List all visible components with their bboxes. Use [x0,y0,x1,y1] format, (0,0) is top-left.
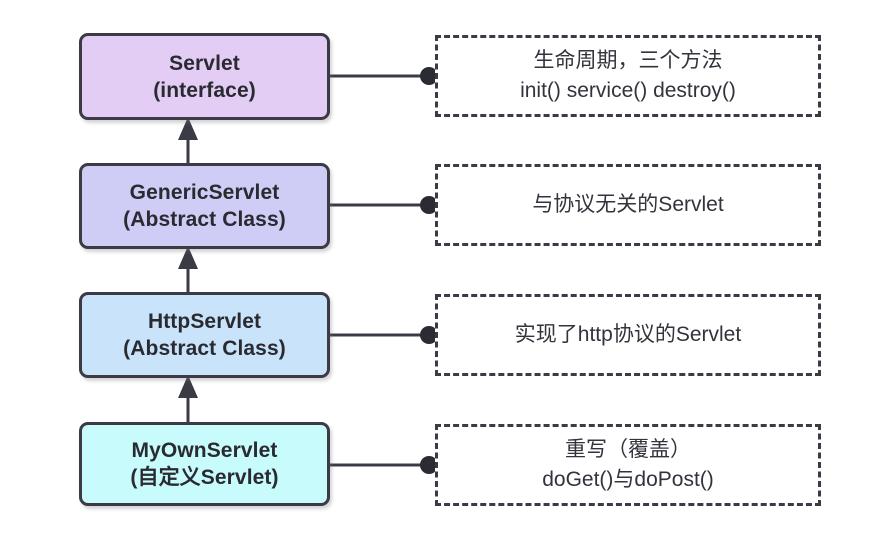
note-line-1: 重写（覆盖） [565,438,691,461]
note-line-2: init() service() destroy() [520,79,736,102]
class-box-servlet[interactable]: Servlet (interface) [79,33,330,120]
class-name-generic-servlet: GenericServlet [129,181,280,204]
class-name-servlet: Servlet [169,51,240,75]
class-name-http-servlet: HttpServlet [147,310,262,333]
inheritance-arrow-myown-to-http [178,375,198,423]
note-link-servlet [330,67,438,85]
inheritance-arrow-http-to-generic [178,246,198,293]
note-line-1: 实现了http协议的Servlet [514,323,742,346]
class-box-http-servlet[interactable]: HttpServlet (Abstract Class) [79,292,330,378]
note-box-my-own-servlet[interactable]: 重写（覆盖） doGet()与doPost() [435,424,821,506]
note-line-2: doGet()与doPost() [542,468,714,491]
class-stereotype-my-own-servlet: (自定义Servlet) [130,466,279,489]
note-link-my-own-servlet [330,456,438,474]
class-name-my-own-servlet: MyOwnServlet [131,439,278,462]
note-link-http-servlet [330,326,438,344]
class-stereotype-generic-servlet: (Abstract Class) [123,208,286,231]
inheritance-arrow-generic-to-servlet [178,117,198,164]
note-line-1: 与协议无关的Servlet [532,193,724,216]
class-stereotype-servlet: (interface) [153,78,256,102]
note-link-generic-servlet [330,196,438,214]
class-box-generic-servlet[interactable]: GenericServlet (Abstract Class) [79,163,330,249]
class-stereotype-http-servlet: (Abstract Class) [123,337,286,360]
note-box-generic-servlet[interactable]: 与协议无关的Servlet [435,164,821,246]
note-box-http-servlet[interactable]: 实现了http协议的Servlet [435,294,821,376]
note-box-servlet[interactable]: 生命周期，三个方法 init() service() destroy() [435,35,821,117]
note-line-1: 生命周期，三个方法 [533,49,723,72]
class-box-my-own-servlet[interactable]: MyOwnServlet (自定义Servlet) [79,422,330,506]
